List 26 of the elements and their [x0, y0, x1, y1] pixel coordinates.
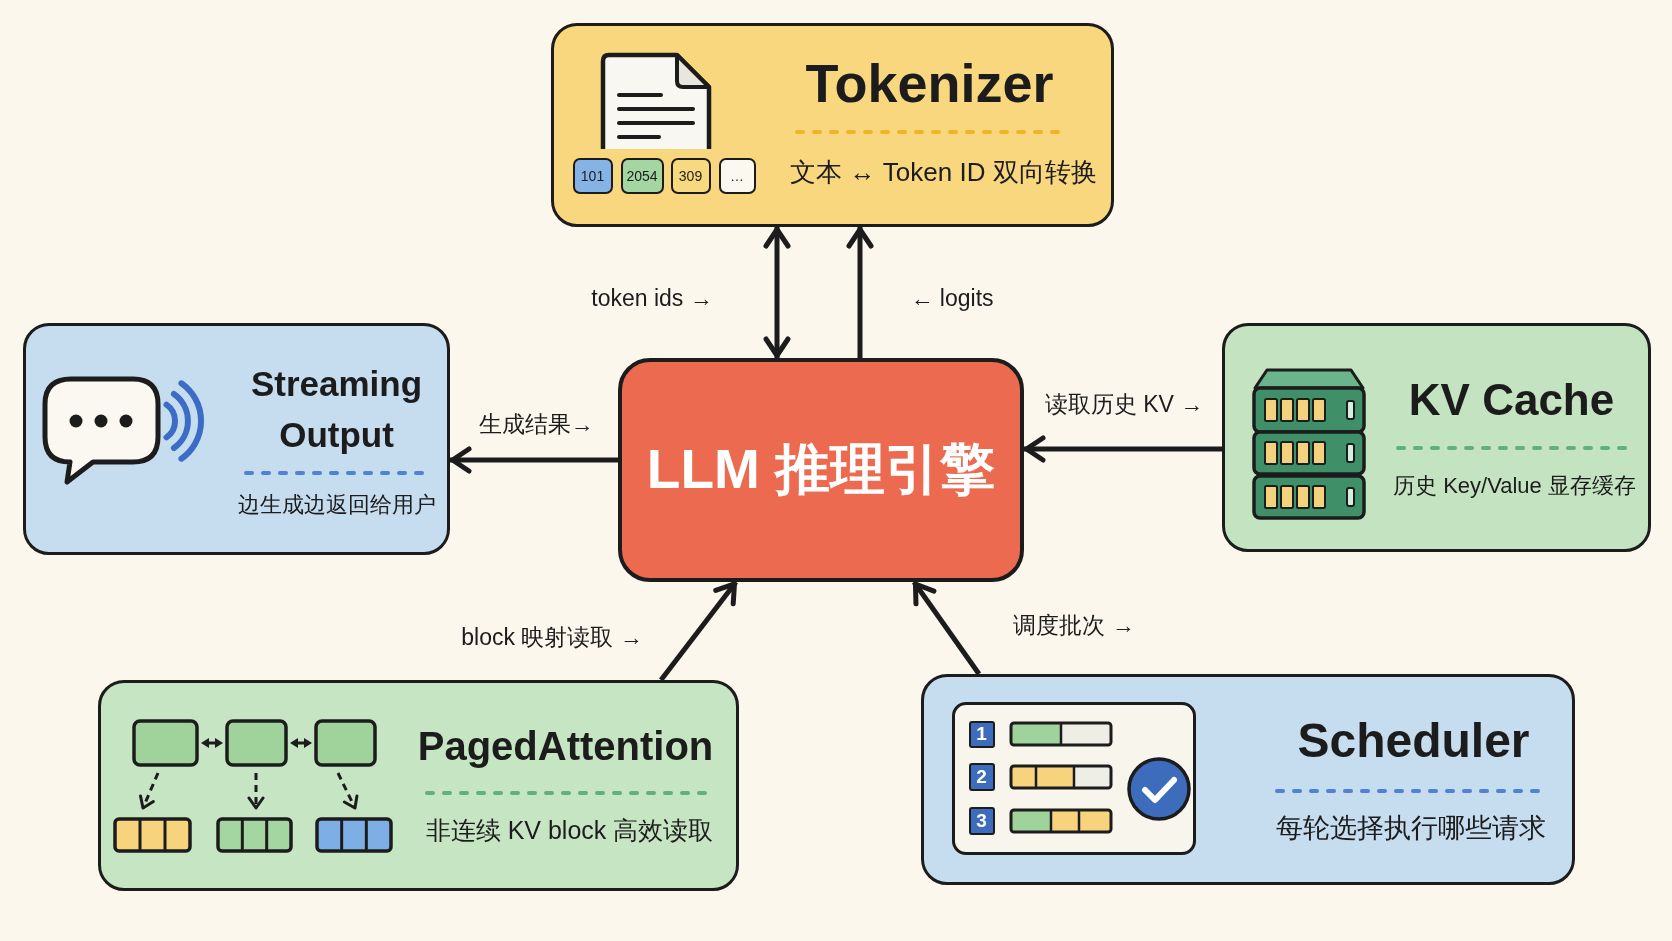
component-box	[1222, 323, 1651, 552]
arrow	[1024, 435, 1222, 463]
engine-box: LLM 推理引擎	[618, 358, 1024, 582]
arrow	[450, 446, 618, 474]
component-box	[921, 674, 1575, 885]
component-box	[23, 323, 450, 555]
component-description: 非连续 KV block 高效读取	[425, 814, 714, 846]
component-description: 边生成边返回给用户	[237, 490, 436, 519]
component-description: 历史 Key/Value 显存缓存	[1393, 471, 1636, 500]
arrow	[911, 580, 982, 676]
component-title: Streaming Output	[249, 362, 424, 456]
component-title: PagedAttention	[417, 722, 714, 770]
component-box	[551, 23, 1114, 227]
token-chip: 101	[572, 157, 613, 194]
component-description: 每轮选择执行哪些请求	[1275, 811, 1546, 845]
component-box	[98, 680, 739, 891]
arrow	[659, 580, 738, 682]
token-chip: 309	[670, 157, 711, 194]
token-chip: …	[718, 157, 756, 194]
component-title: KV Cache	[1408, 373, 1615, 426]
token-chip: 2054	[620, 157, 664, 194]
component-description: 文本 ↔ Token ID 双向转换	[790, 155, 1097, 189]
component-title: Scheduler	[1297, 712, 1530, 769]
arrow	[846, 227, 874, 358]
double-arrow	[763, 227, 791, 358]
component-title: Tokenizer	[805, 51, 1054, 115]
